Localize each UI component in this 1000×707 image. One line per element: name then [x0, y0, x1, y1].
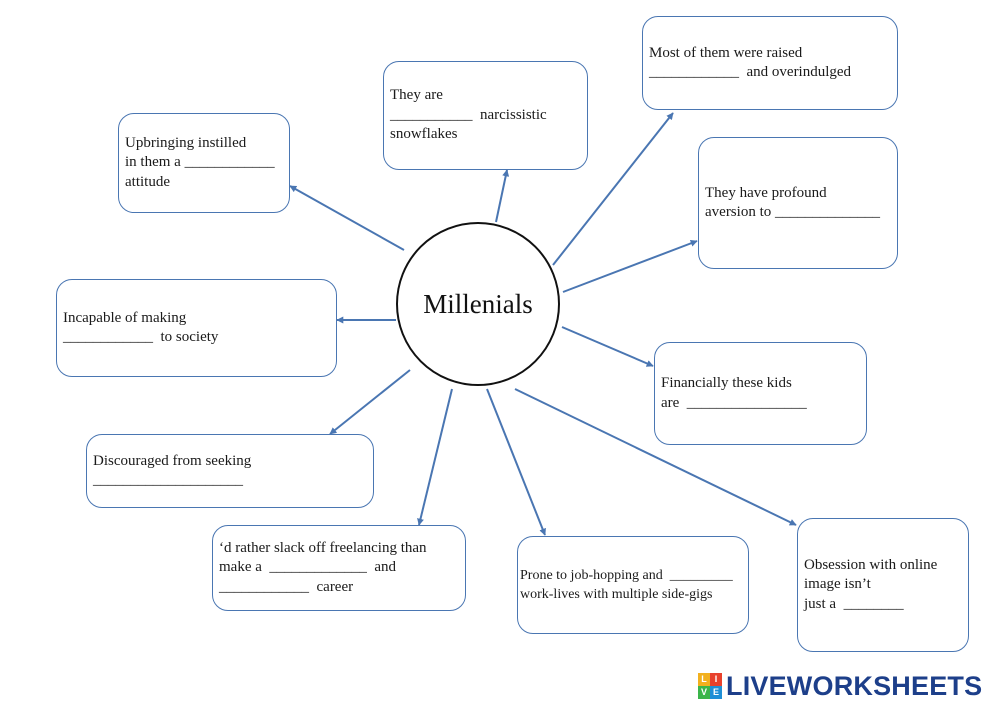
bubble-text-line: snowflakes	[390, 126, 458, 143]
bubble-text-line: ____________ to society	[63, 329, 219, 345]
bubble-text-line: aversion to ______________	[705, 204, 880, 220]
bubble-text-line: Obsession with online	[804, 556, 938, 573]
bubble-text-line: They are	[390, 87, 443, 104]
bubble-text-line: are ________________	[661, 394, 807, 411]
bubble-text-line: Most of them were raised	[649, 44, 803, 61]
logo-letter: I	[710, 673, 722, 686]
bubble-aversion: They have profound aversion to _________…	[698, 137, 898, 269]
bubble-text-line: image isn’t	[804, 576, 871, 593]
bubble-raised: Most of them were raised ____________ an…	[642, 16, 898, 110]
arrow-to-they-are	[495, 169, 510, 223]
arrow-to-slack-off	[417, 388, 453, 526]
arrow-to-discouraged	[329, 369, 411, 435]
bubble-text-line: Upbringing instilled	[125, 134, 247, 151]
logo-letter: E	[710, 686, 722, 699]
central-topic-circle: Millenials	[396, 222, 560, 386]
logo-letter: L	[698, 673, 710, 686]
bubble-text-line: ___________ narcissistic	[390, 106, 547, 123]
bubble-they-are: They are ___________ narcissistic snowfl…	[383, 61, 588, 170]
bubble-upbringing: Upbringing instilled in them a _________…	[118, 113, 290, 213]
bubble-text-line: Incapable of making	[63, 309, 187, 326]
central-topic-label: Millenials	[423, 288, 533, 319]
arrow-to-job-hopping	[486, 388, 546, 536]
bubble-text-line: ____________ and overindulged	[649, 64, 852, 80]
liveworksheets-wordmark: LIVEWORKSHEETS	[726, 670, 983, 701]
arrow-to-obsession	[514, 388, 797, 526]
bubble-text-line: attitude	[125, 173, 170, 190]
bubble-text-line: ____________________	[93, 472, 243, 488]
bubble-text-line: just a ________	[804, 595, 904, 612]
bubble-text-line: Discouraged from seeking	[93, 452, 252, 469]
bubble-text-line: make a _____________ and	[219, 559, 397, 576]
liveworksheets-logo: L I V E LIVEWORKSHEETS	[698, 670, 983, 701]
bubble-text-line: Prone to job-hopping and _________	[520, 567, 733, 583]
bubble-text-line: Financially these kids	[661, 375, 792, 391]
arrow-to-raised	[552, 112, 674, 266]
bubble-obsession: Obsession with online image isn’t just a…	[797, 518, 969, 652]
bubble-slack-off: ‘d rather slack off freelancing than mak…	[212, 525, 466, 611]
bubble-text-line: in them a ____________	[125, 154, 275, 171]
bubble-discouraged: Discouraged from seeking _______________…	[86, 434, 374, 508]
bubble-text-line: They have profound	[705, 184, 827, 201]
bubble-text-line: work-lives with multiple side-gigs	[520, 587, 713, 602]
bubble-text-line: ‘d rather slack off freelancing than	[219, 539, 427, 556]
bubble-text-line: ____________ career	[219, 578, 354, 595]
bubble-job-hopping: Prone to job-hopping and _________ work-…	[517, 536, 749, 634]
bubble-financially: Financially these kids are _____________…	[654, 342, 867, 445]
bubble-incapable: Incapable of making ____________ to soci…	[56, 279, 337, 377]
liveworksheets-logo-icon: L I V E	[698, 673, 722, 699]
arrow-to-financially	[561, 326, 654, 367]
arrow-to-aversion	[562, 239, 698, 293]
logo-letter: V	[698, 686, 710, 699]
arrow-to-upbringing	[289, 185, 405, 251]
